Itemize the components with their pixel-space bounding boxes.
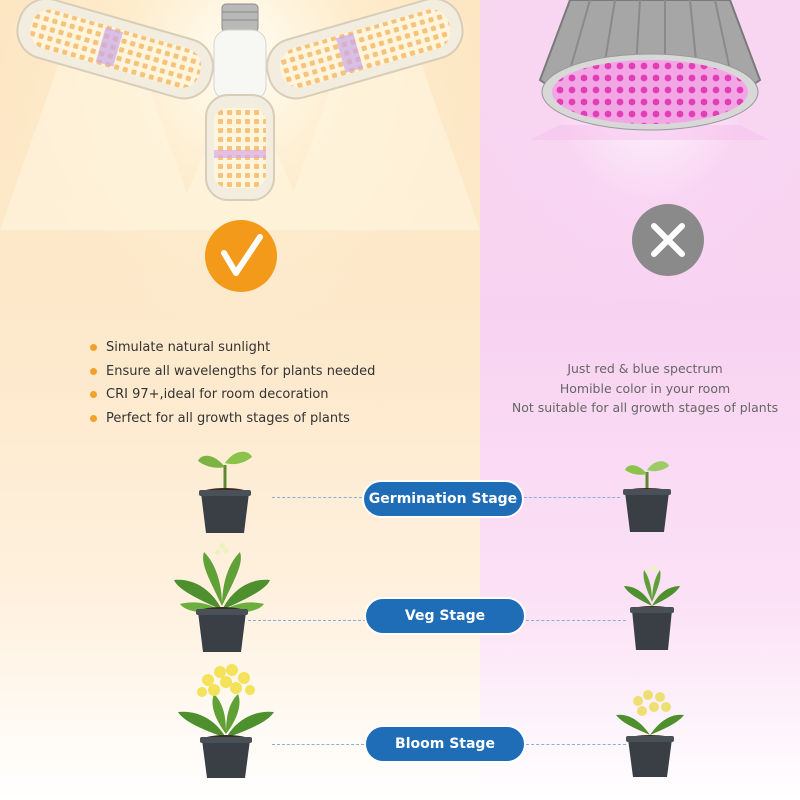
stage-connector-line	[526, 620, 626, 621]
veg-plant-full-spectrum	[174, 543, 270, 652]
stage-germination-label: Germination Stage	[364, 482, 522, 516]
bloom-plant-full-spectrum	[178, 664, 274, 778]
stage-connector-line	[272, 497, 362, 498]
folding-led-lamp-image	[0, 0, 480, 230]
list-item: CRI 97+,ideal for room decoration	[90, 383, 375, 407]
stage-connector-line	[526, 744, 626, 745]
germination-seedling-red-blue	[623, 461, 671, 532]
cross-mark-icon	[651, 223, 685, 257]
bloom-plant-red-blue	[616, 690, 684, 777]
bullet-dot	[90, 344, 97, 352]
cross-badge	[632, 204, 704, 276]
bullet-dot	[90, 367, 97, 375]
germination-seedling-full-spectrum	[198, 451, 252, 533]
red-blue-drawbacks-list: Just red & blue spectrum Homible color i…	[490, 359, 800, 418]
stage-connector-line	[248, 620, 366, 621]
stage-connector-line	[524, 497, 620, 498]
check-badge	[205, 220, 277, 292]
check-mark-icon	[221, 234, 263, 276]
list-item: Simulate natural sunlight	[90, 336, 375, 360]
list-item: Not suitable for all growth stages of pl…	[511, 400, 779, 415]
list-item: Homible color in your room	[559, 380, 731, 396]
stage-connector-line	[272, 744, 364, 745]
bullet-dot	[90, 391, 97, 399]
feature-text: Perfect for all growth stages of plants	[106, 410, 350, 426]
bullet-dot	[90, 414, 97, 422]
veg-plant-red-blue	[624, 565, 680, 650]
red-blue-led-bulb-image	[530, 0, 770, 140]
stage-bloom-label: Bloom Stage	[366, 727, 524, 761]
feature-text: Ensure all wavelengths for plants needed	[106, 363, 376, 379]
list-item: Just red & blue spectrum	[567, 361, 723, 376]
feature-text: Simulate natural sunlight	[106, 340, 271, 355]
list-item: Perfect for all growth stages of plants	[90, 407, 375, 431]
list-item: Ensure all wavelengths for plants needed	[90, 360, 375, 384]
full-spectrum-benefits-list: Simulate natural sunlight Ensure all wav…	[90, 336, 375, 430]
stage-veg-label: Veg Stage	[366, 599, 524, 633]
feature-text: CRI 97+,ideal for room decoration	[106, 387, 329, 402]
